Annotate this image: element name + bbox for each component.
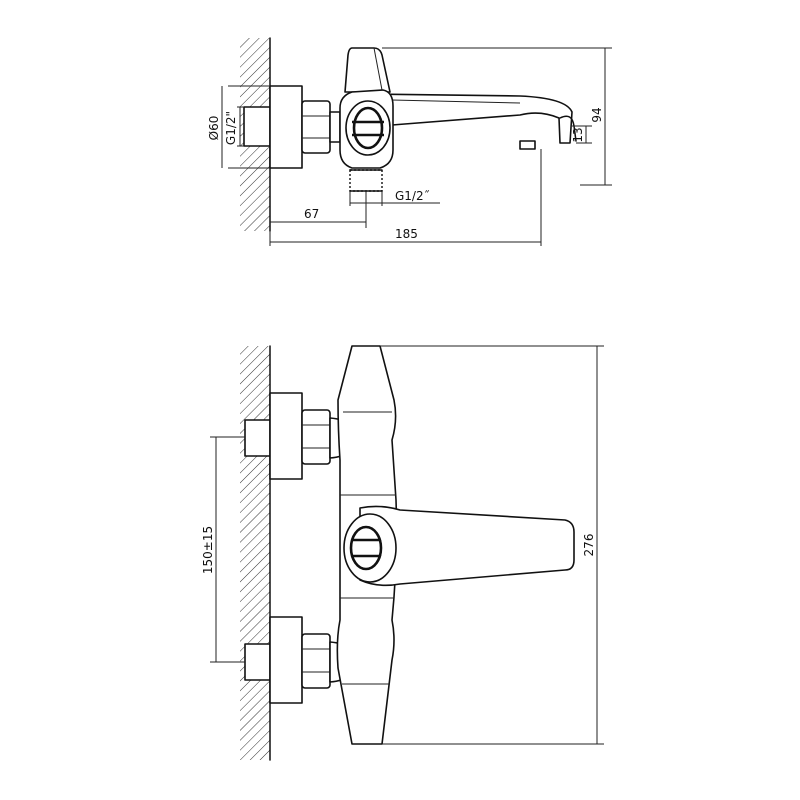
- dim-height-94: 94: [590, 107, 604, 122]
- front-view: 150±15 276: [201, 345, 604, 761]
- front-view-upper-nut: [301, 409, 331, 465]
- dim-spacing-150: 150±15: [201, 526, 215, 574]
- side-view-rosette: [269, 85, 303, 169]
- side-view-spout: [364, 93, 573, 144]
- front-view-lower-inlet: [244, 643, 271, 681]
- side-view-hex-nut: [301, 100, 331, 154]
- side-view-bottom-thread: [349, 169, 383, 192]
- front-view-wall-hatch-middle: [240, 455, 270, 670]
- dim-length-185: 185: [395, 227, 418, 241]
- dim-inlet-thread: G1/2": [224, 111, 238, 145]
- front-view-lower-rosette: [269, 616, 303, 704]
- front-view-upper-rosette: [269, 392, 303, 480]
- dim-drop-13: 13: [571, 127, 585, 142]
- side-view-wall-inlet: [243, 106, 271, 147]
- front-view-wall-hatch-lower: [240, 670, 270, 760]
- side-view-lever: [344, 47, 391, 93]
- front-view-spout: [359, 505, 575, 587]
- front-view-lower-nut: [301, 633, 331, 689]
- dim-outlet-thread: G1/2˝: [395, 189, 430, 203]
- side-view-aerator: [519, 140, 536, 150]
- side-view: Ø60 G1/2" G1/2˝ 67 185 94 13: [207, 37, 612, 246]
- dim-rosette-diameter: Ø60: [207, 116, 221, 141]
- dim-offset-67: 67: [304, 207, 319, 221]
- side-view-neck: [329, 111, 341, 143]
- front-view-upper-inlet: [244, 419, 271, 457]
- dim-height-276: 276: [582, 534, 596, 557]
